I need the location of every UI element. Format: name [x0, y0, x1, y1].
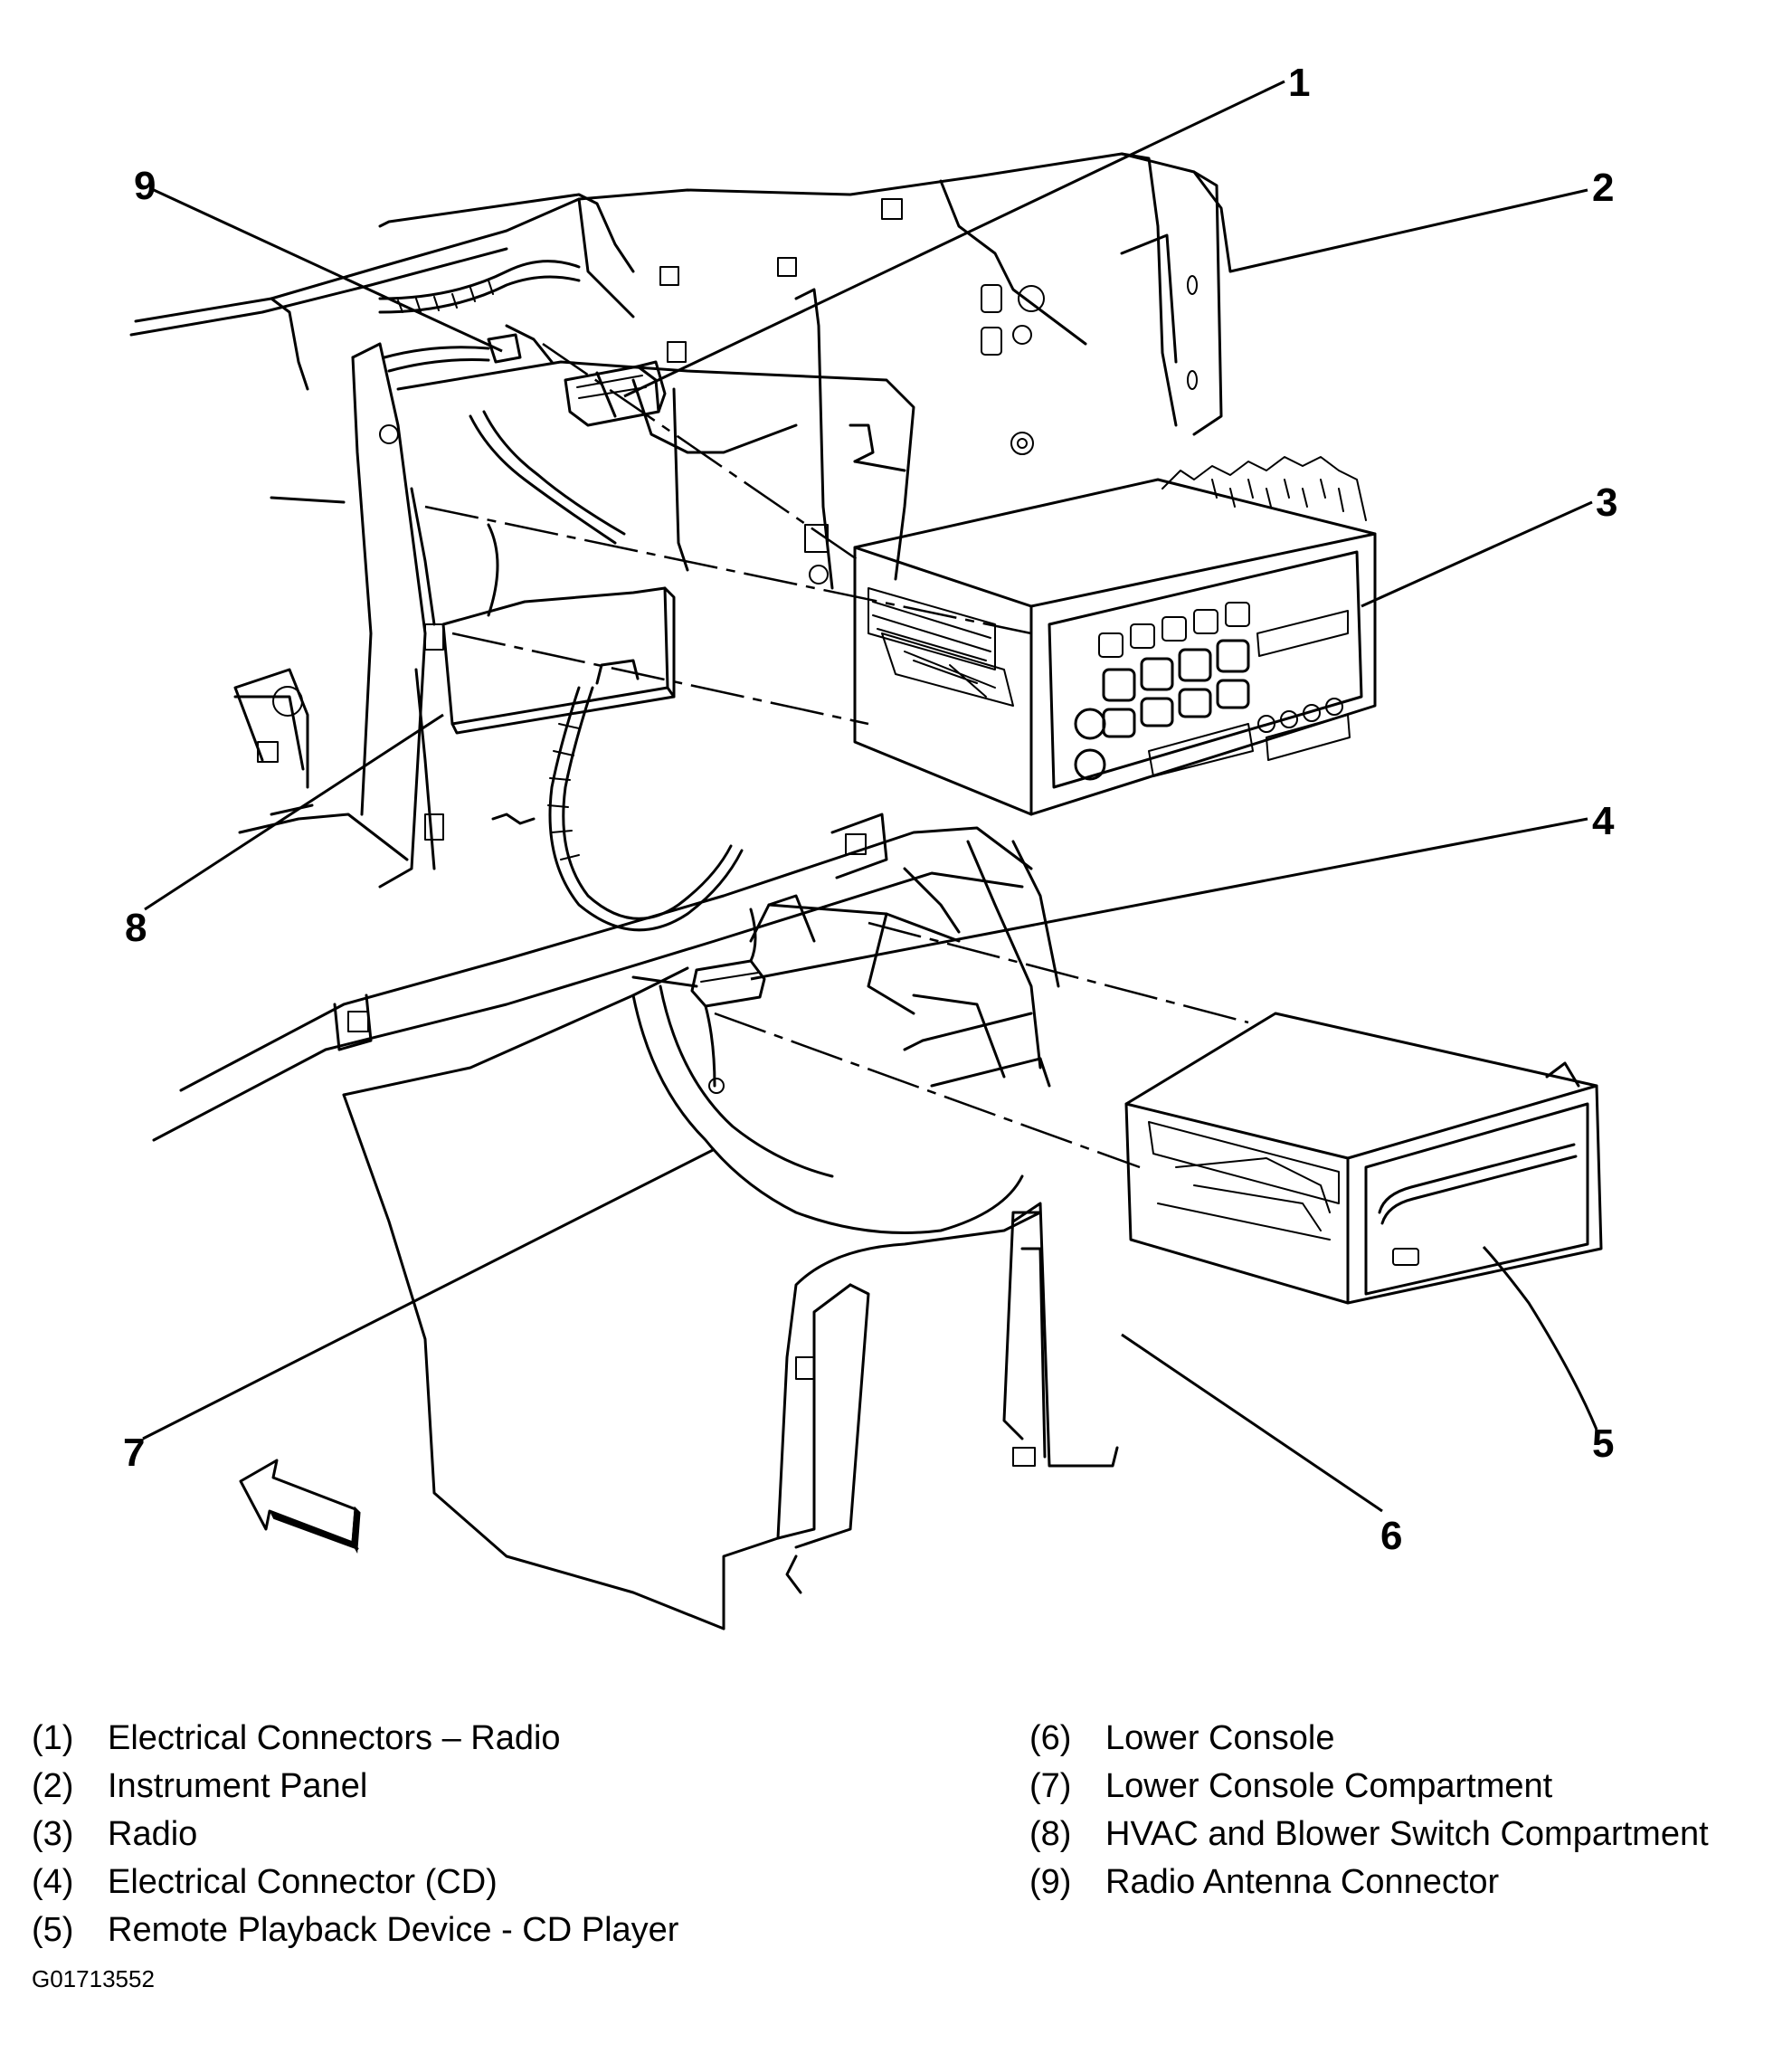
legend-number: (4): [32, 1863, 74, 1901]
legend-label: Radio Antenna Connector: [1105, 1863, 1500, 1901]
wiring-harness: [378, 260, 626, 617]
legend-number: (5): [32, 1911, 74, 1949]
legend-label: Electrical Connectors – Radio: [108, 1719, 561, 1757]
callout-8: 8: [125, 906, 147, 950]
legend-right: (6) Lower Console (7) Lower Console Comp…: [1029, 1715, 1709, 1906]
instrument-panel: [129, 152, 1232, 889]
legend-item: (3) Radio: [32, 1811, 678, 1859]
figure-id: G01713552: [32, 1965, 155, 1992]
callout-2: 2: [1592, 166, 1614, 210]
legend-number: (7): [1029, 1767, 1072, 1805]
legend-label: Electrical Connector (CD): [108, 1863, 498, 1901]
callout-1: 1: [1288, 61, 1310, 105]
electrical-connector-cd: [631, 908, 766, 1094]
cd-player: [1124, 1012, 1603, 1305]
hvac-blower-switch-compartment: [441, 586, 744, 932]
legend-label: Radio: [108, 1815, 198, 1853]
legend-number: (6): [1029, 1719, 1072, 1757]
callout-3: 3: [1596, 480, 1617, 525]
legend-item: (9) Radio Antenna Connector: [1029, 1859, 1709, 1906]
forward-arrow-icon: [239, 1459, 361, 1554]
legend-number: (2): [32, 1767, 74, 1805]
legend-item: (6) Lower Console: [1029, 1715, 1709, 1763]
legend-left: (1) Electrical Connectors – Radio (2) In…: [32, 1715, 678, 1954]
legend-label: HVAC and Blower Switch Compartment: [1105, 1815, 1709, 1853]
callout-7: 7: [123, 1431, 145, 1475]
callout-5: 5: [1592, 1421, 1614, 1466]
legend-number: (3): [32, 1815, 74, 1853]
exploded-view-diagram: 1 2 3 4 5 6 7 8 9: [123, 61, 1617, 1630]
legend-item: (8) HVAC and Blower Switch Compartment: [1029, 1811, 1709, 1859]
legend-item: (5) Remote Playback Device - CD Player: [32, 1906, 678, 1954]
callout-9: 9: [134, 164, 156, 208]
legend-item: (2) Instrument Panel: [32, 1763, 678, 1811]
legend-number: (9): [1029, 1863, 1072, 1901]
callout-6: 6: [1380, 1514, 1402, 1558]
lower-dash-crossbar: [152, 813, 1060, 1142]
installation-lines: [424, 342, 1249, 1169]
leader-lines: [142, 80, 1598, 1513]
legend-label: Instrument Panel: [108, 1767, 368, 1805]
radio-antenna-connector: [383, 333, 522, 373]
legend-item: (7) Lower Console Compartment: [1029, 1763, 1709, 1811]
callout-labels: 1 2 3 4 5 6 7 8 9: [123, 61, 1617, 1558]
legend-label: Lower Console Compartment: [1105, 1767, 1553, 1805]
lower-console: [342, 966, 1119, 1630]
callout-4: 4: [1592, 799, 1615, 843]
legend-number: (8): [1029, 1815, 1072, 1853]
legend-number: (1): [32, 1719, 74, 1757]
legend-item: (4) Electrical Connector (CD): [32, 1859, 678, 1906]
radio-unit: [853, 456, 1377, 816]
legend-label: Lower Console: [1105, 1719, 1335, 1757]
legend-item: (1) Electrical Connectors – Radio: [32, 1715, 678, 1763]
legend-label: Remote Playback Device - CD Player: [108, 1911, 679, 1949]
